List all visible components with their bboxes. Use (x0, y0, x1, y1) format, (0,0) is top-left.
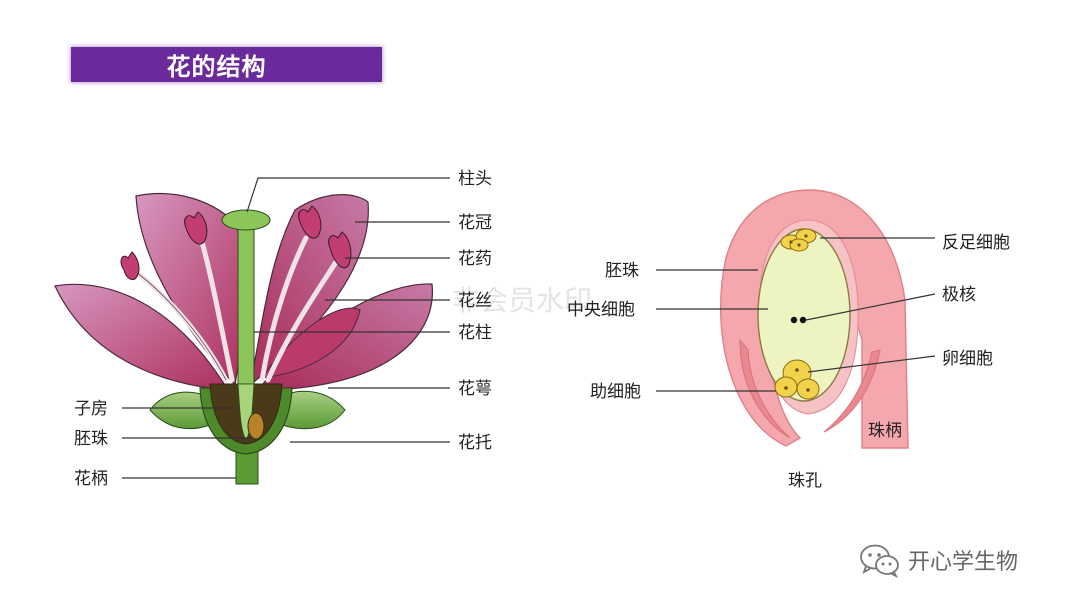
label-ovule: 胚珠 (74, 429, 108, 449)
polar-nucleus-2 (799, 316, 807, 324)
brand-badge: 开心学生物 (858, 542, 1018, 578)
integument-fold-right (823, 349, 881, 433)
label-filament: 花丝 (458, 291, 492, 311)
ovule-in-ovary (247, 412, 265, 440)
label-micropyle: 珠孔 (788, 471, 822, 491)
anther-4 (328, 231, 352, 269)
watermark: 非会员水印 (452, 284, 592, 317)
petal-left (54, 283, 230, 391)
label-anther: 花药 (458, 249, 492, 269)
label-corolla: 花冠 (458, 213, 492, 233)
anther-3 (298, 205, 322, 239)
anthers (120, 205, 352, 281)
integument-fold-left (739, 338, 791, 439)
ovule-diagram (720, 189, 909, 449)
label-egg-cell: 卵细胞 (942, 349, 993, 369)
antipodal-cells (780, 228, 817, 252)
label-stigma: 柱头 (458, 169, 492, 189)
anther-1 (120, 251, 140, 281)
egg-apparatus (774, 359, 820, 400)
sepal-right (277, 390, 346, 430)
label-polar-nuclei: 极核 (942, 285, 976, 305)
flower-leader-lines (122, 177, 450, 479)
anther-2 (184, 211, 208, 245)
label-antipodal: 反足细胞 (942, 233, 1010, 253)
ovule-leader-lines (656, 237, 936, 392)
label-pedicel: 花柄 (74, 469, 108, 489)
stigma (221, 209, 271, 231)
title-bar: 花的结构 (71, 47, 382, 82)
petal-front-right (260, 307, 361, 379)
style (237, 227, 255, 385)
label-synergid: 助细胞 (590, 382, 641, 402)
label-funicle: 珠柄 (868, 421, 902, 441)
brand-name: 开心学生物 (908, 550, 1019, 575)
flower-diagram (54, 192, 433, 485)
label-receptacle: 花托 (458, 433, 492, 453)
sepal-left (149, 391, 213, 430)
label-ovary: 子房 (74, 399, 108, 419)
label-sepal: 花萼 (458, 379, 492, 399)
label-style: 花柱 (458, 323, 492, 343)
wechat-icon (860, 544, 899, 578)
label-ovule-main: 胚珠 (605, 261, 639, 281)
polar-nucleus-1 (790, 316, 798, 324)
page-title: 花的结构 (166, 53, 267, 81)
label-central-cell: 中央细胞 (567, 300, 635, 320)
